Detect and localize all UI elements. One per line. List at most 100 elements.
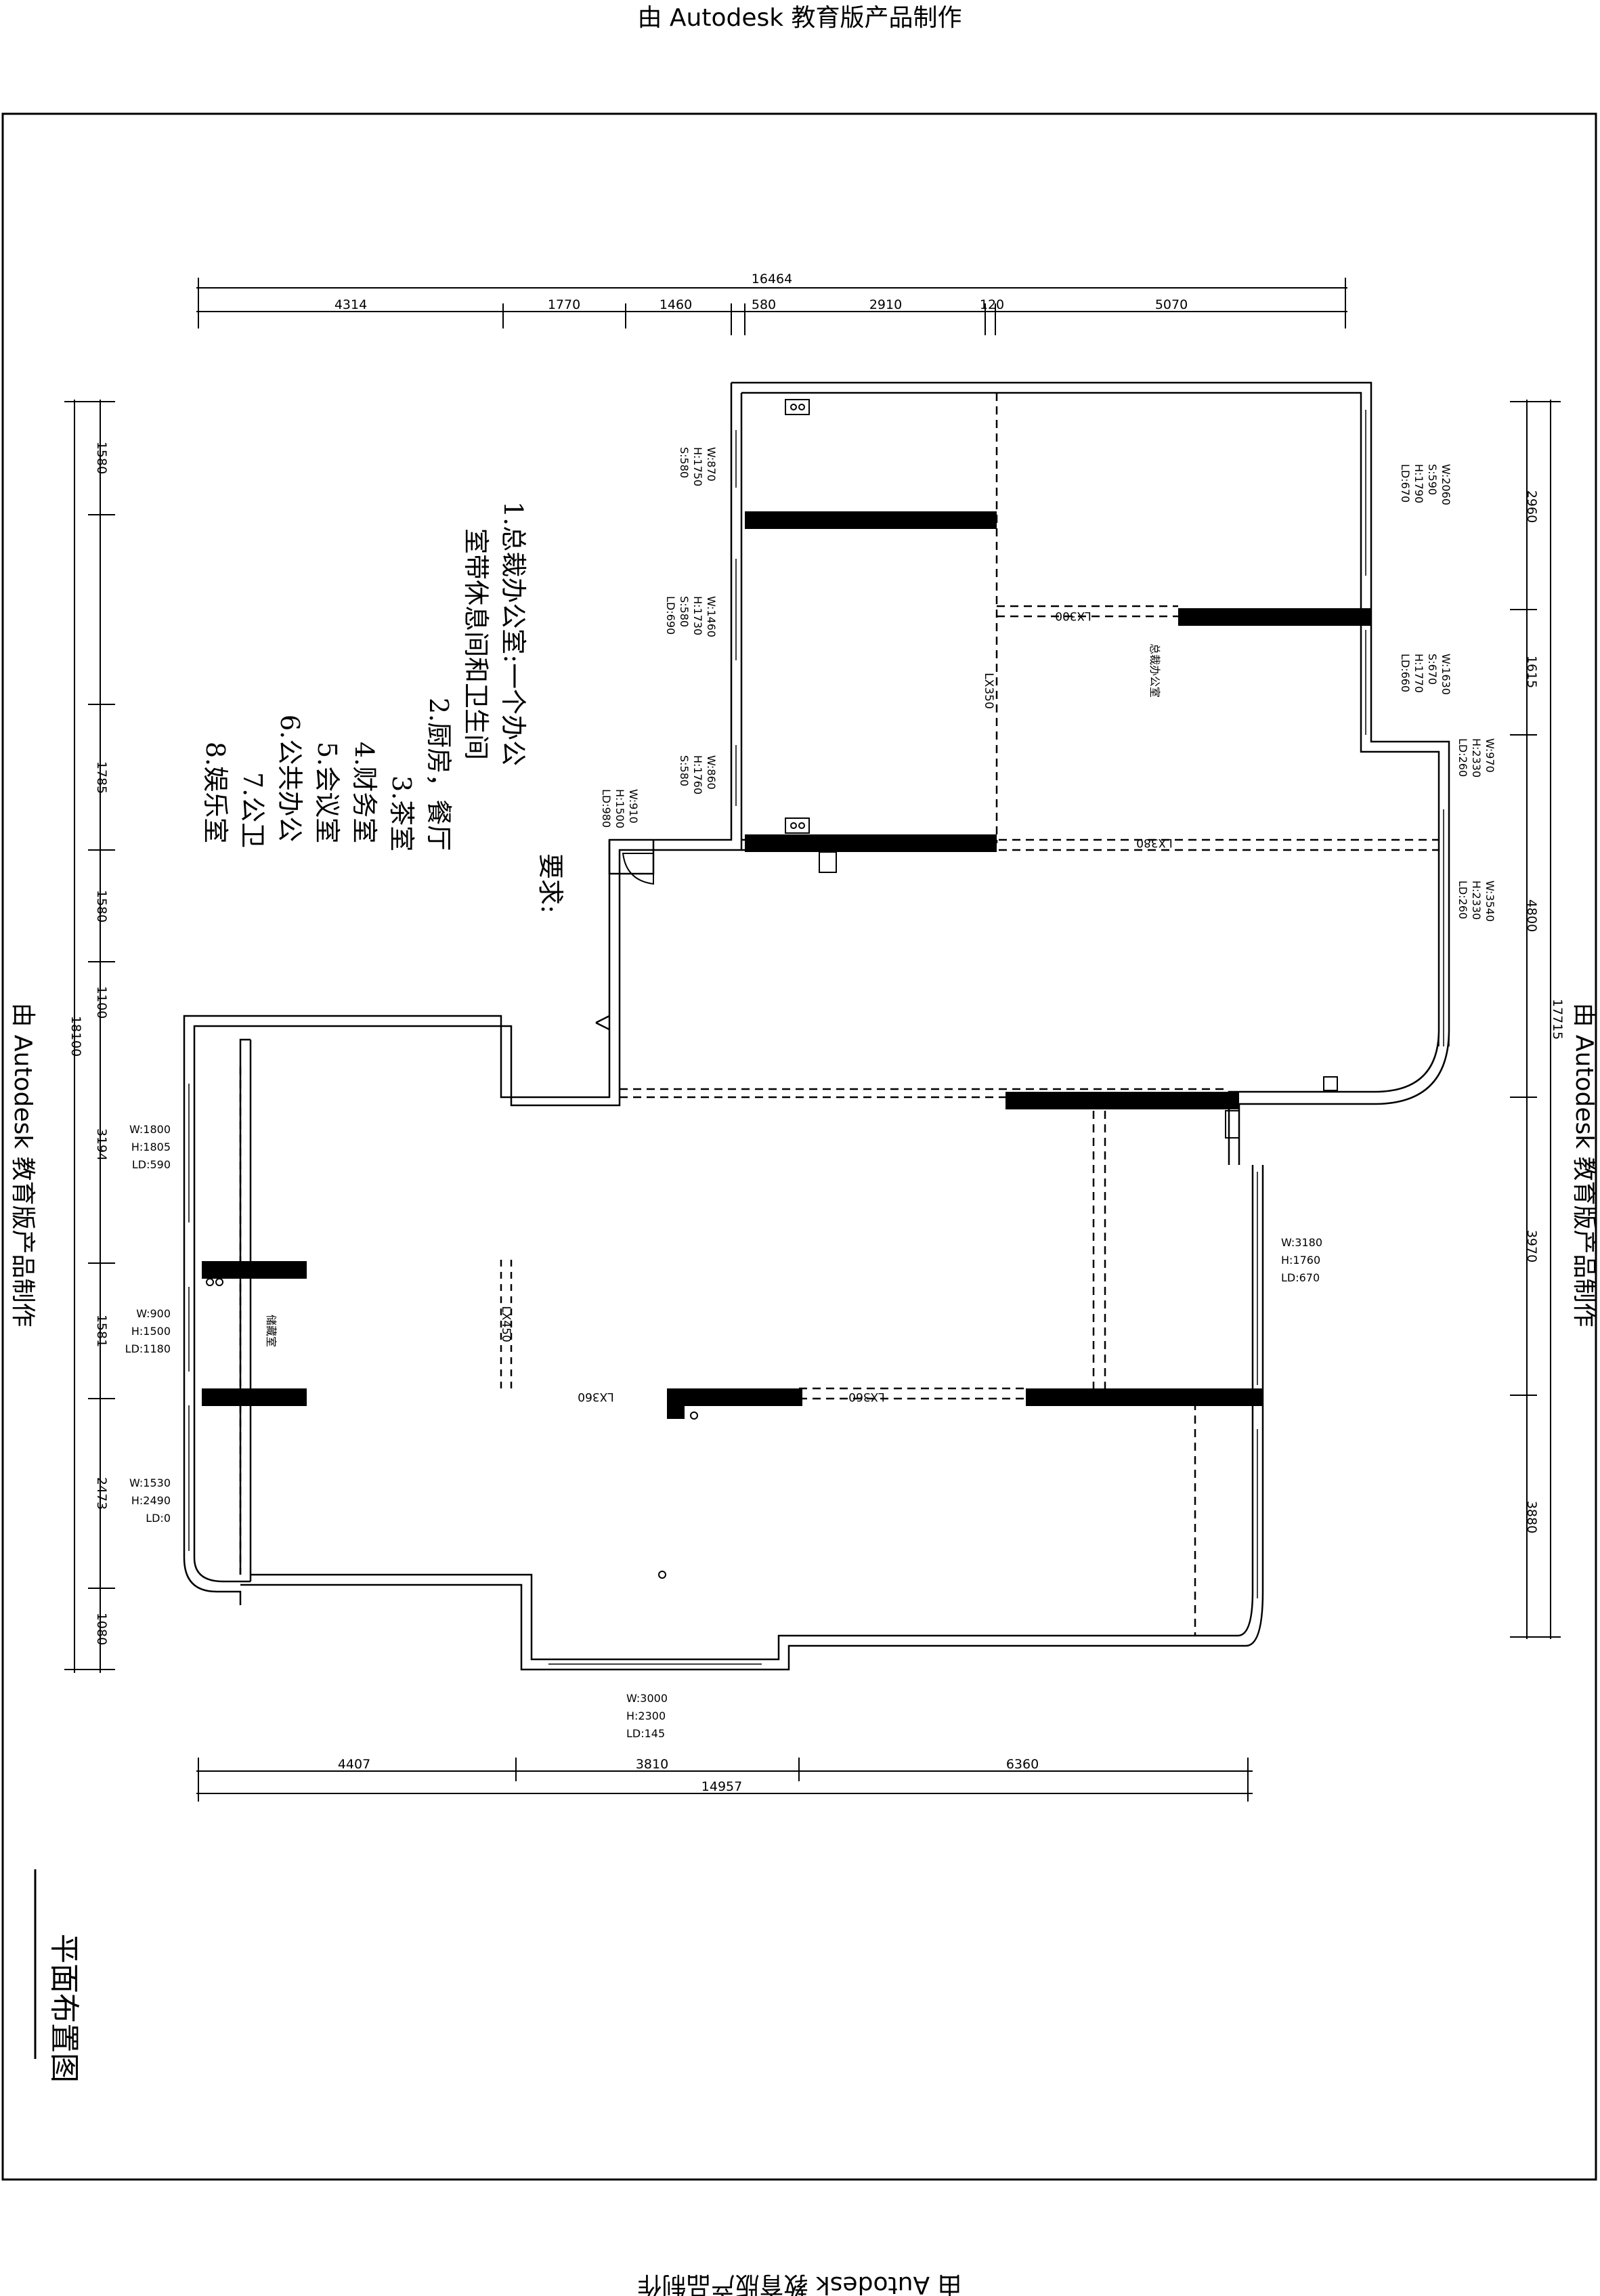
svg-text:LD:980: LD:980	[600, 789, 613, 828]
svg-text:S:580: S:580	[678, 596, 691, 627]
dim-left-4: 3194	[94, 1128, 109, 1161]
svg-text:H:1500: H:1500	[131, 1325, 171, 1338]
svg-text:5.会议室: 5.会议室	[312, 742, 342, 843]
svg-text:LD:260: LD:260	[1456, 738, 1469, 777]
svg-text:室带休息间和卫生间: 室带休息间和卫生间	[461, 528, 491, 760]
dim-right-4: 3880	[1524, 1501, 1539, 1533]
beam-lx360-mid: LX360	[848, 1390, 885, 1403]
svg-text:H:1790: H:1790	[1412, 464, 1425, 503]
dim-top-2: 1460	[660, 297, 692, 312]
window-label-w860: W:860 H:1760 S:580	[678, 755, 718, 794]
sheet-border	[1, 112, 1597, 2181]
dim-right-3: 3970	[1524, 1230, 1539, 1262]
svg-text:S:670: S:670	[1426, 654, 1439, 685]
window-label-w1530: W:1530 H:2490 LD:0	[129, 1476, 171, 1525]
svg-text:LD:690: LD:690	[664, 596, 677, 635]
watermark-left: 由 Autodesk 教育版产品制作	[9, 1002, 37, 1327]
svg-text:LD:670: LD:670	[1399, 464, 1412, 503]
dim-bottom-0: 4407	[338, 1757, 370, 1772]
svg-text:S:580: S:580	[678, 755, 691, 786]
requirements-note: 要求: 1.总裁办公室:一个办公 室带休息间和卫生间 2.厨房，餐厅 3.茶室 …	[200, 501, 565, 914]
window-label-w1800: W:1800 H:1805 LD:590	[129, 1123, 171, 1171]
window-label-w3540: W:3540 H:2330 LD:260	[1456, 880, 1496, 922]
drawing-title: 平面布置图	[34, 1869, 81, 2083]
svg-text:W:1630: W:1630	[1440, 654, 1452, 695]
svg-text:LD:260: LD:260	[1456, 880, 1469, 919]
dim-right-total: 17715	[1550, 999, 1565, 1040]
dim-top-total: 16464	[752, 272, 792, 286]
svg-text:S:580: S:580	[678, 447, 691, 478]
dim-left-0: 1580	[94, 442, 109, 474]
svg-text:H:2490: H:2490	[131, 1494, 171, 1507]
room-ceo-office: 总裁办公室	[1148, 643, 1161, 698]
dim-top	[196, 278, 1347, 335]
dim-top-6: 5070	[1155, 297, 1188, 312]
svg-text:LD:670: LD:670	[1281, 1271, 1320, 1284]
window-label-w2060: W:2060 S:590 H:1790 LD:670	[1399, 464, 1452, 505]
svg-text:W:870: W:870	[705, 447, 718, 482]
svg-text:3.茶室: 3.茶室	[387, 775, 416, 851]
svg-text:7.公卫: 7.公卫	[238, 772, 267, 848]
windows	[183, 410, 1450, 1670]
svg-text:W:1800: W:1800	[129, 1123, 171, 1136]
svg-text:LD:145: LD:145	[626, 1727, 665, 1740]
beams-solid	[202, 511, 1371, 1419]
dim-left-5: 1581	[94, 1315, 109, 1347]
svg-text:4.财务室: 4.财务室	[349, 742, 379, 843]
svg-text:LD:1180: LD:1180	[125, 1342, 171, 1355]
dim-left	[64, 400, 115, 1673]
svg-text:W:1460: W:1460	[705, 596, 718, 637]
svg-text:H:1770: H:1770	[1412, 654, 1425, 693]
svg-text:W:900: W:900	[136, 1307, 171, 1320]
svg-text:W:860: W:860	[705, 755, 718, 790]
window-label-w1460: W:1460 H:1730 S:580 LD:690	[664, 596, 718, 637]
svg-text:W:3000: W:3000	[626, 1692, 668, 1705]
svg-text:W:1530: W:1530	[129, 1476, 171, 1489]
beam-lx300: LX300	[1055, 609, 1091, 622]
svg-text:H:1805: H:1805	[131, 1141, 171, 1153]
svg-text:2.厨房，餐厅: 2.厨房，餐厅	[424, 698, 454, 851]
svg-text:W:2060: W:2060	[1440, 464, 1452, 505]
svg-text:W:3180: W:3180	[1281, 1236, 1322, 1249]
dim-bottom-2: 6360	[1006, 1757, 1039, 1772]
dim-left-3: 1100	[94, 986, 109, 1019]
dim-top-4: 2910	[869, 297, 902, 312]
svg-text:LD:0: LD:0	[146, 1512, 171, 1525]
dim-right-0: 2960	[1524, 490, 1539, 523]
dim-left-7: 1080	[94, 1613, 109, 1645]
watermark-bottom: 由 Autodesk 教育版产品制作	[637, 2271, 961, 2296]
window-label-w1630: W:1630 S:670 H:1770 LD:660	[1399, 654, 1452, 695]
beam-lx350: LX350	[982, 673, 995, 709]
beam-lx360-left: LX360	[578, 1390, 614, 1403]
dim-top-1: 1770	[548, 297, 580, 312]
svg-text:H:1760: H:1760	[1281, 1254, 1320, 1267]
svg-text:H:1500: H:1500	[613, 789, 626, 828]
svg-text:H:2330: H:2330	[1470, 738, 1483, 778]
svg-text:8.娱乐室: 8.娱乐室	[200, 742, 230, 843]
dim-bottom-1: 3810	[636, 1757, 668, 1772]
svg-text:H:1760: H:1760	[691, 755, 704, 794]
svg-text:LD:590: LD:590	[132, 1158, 171, 1171]
svg-text:W:3540: W:3540	[1484, 880, 1496, 922]
dim-right-1: 1615	[1524, 656, 1539, 688]
dim-left-2: 1580	[94, 890, 109, 922]
svg-text:W:910: W:910	[627, 789, 640, 824]
beam-lx450: LX450	[499, 1306, 513, 1342]
svg-text:平面布置图: 平面布置图	[47, 1934, 81, 2083]
watermark-right: 由 Autodesk 教育版产品制作	[1570, 1002, 1598, 1327]
beam-lx380: LX380	[1136, 836, 1173, 849]
svg-text:S:590: S:590	[1426, 464, 1439, 495]
svg-text:要求:: 要求:	[536, 853, 565, 914]
dim-bottom-total: 14957	[701, 1779, 742, 1794]
svg-text:H:2330: H:2330	[1470, 880, 1483, 920]
svg-text:LD:660: LD:660	[1399, 654, 1412, 692]
svg-text:W:970: W:970	[1484, 738, 1496, 773]
svg-text:H:1730: H:1730	[691, 596, 704, 635]
watermark-top: 由 Autodesk 教育版产品制作	[637, 4, 961, 32]
dim-bottom	[196, 1758, 1253, 1802]
window-label-w910: W:910 H:1500 LD:980	[600, 789, 640, 828]
room-storage: 储藏室	[265, 1315, 278, 1347]
dim-top-3: 580	[752, 297, 776, 312]
window-label-w3000: W:3000 H:2300 LD:145	[626, 1692, 668, 1740]
